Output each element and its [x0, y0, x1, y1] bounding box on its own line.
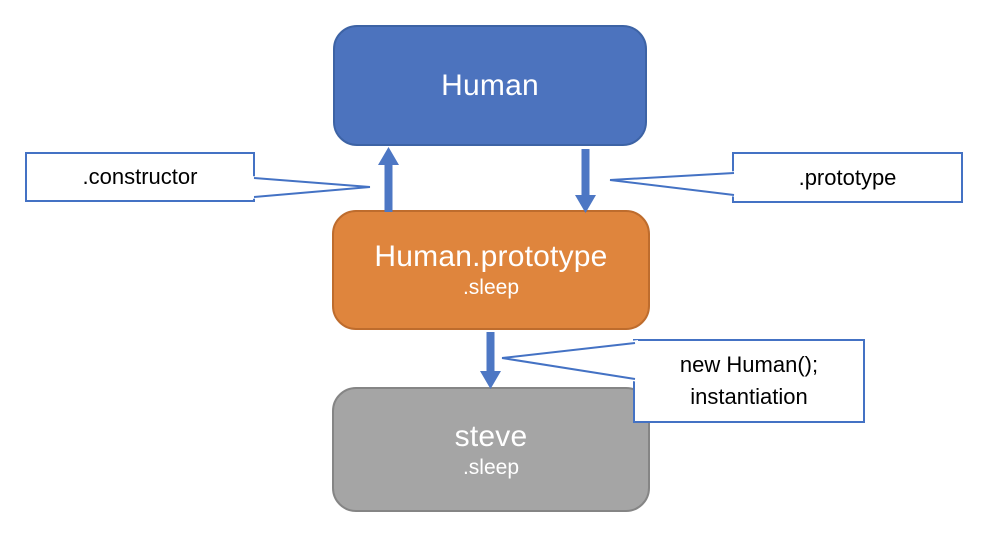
node-human: Human	[333, 25, 647, 146]
node-human-prototype: Human.prototype .sleep	[332, 210, 650, 330]
callout-instantiation-line1: new Human();	[679, 352, 819, 377]
callout-instantiation-line2: instantiation	[690, 384, 808, 409]
callout-constructor-tail-edge	[253, 186, 371, 198]
callout-constructor-tail	[251, 176, 371, 199]
node-human-label: Human	[441, 68, 539, 102]
callout-constructor-tail-edge	[253, 177, 371, 188]
callout-instantiation-tail-edge	[501, 357, 636, 380]
callout-constructor-label: .constructor	[82, 164, 198, 189]
node-steve-sublabel: .sleep	[462, 455, 520, 479]
up-arrow-constructor-icon	[378, 147, 399, 212]
down-arrow-prototype-icon	[575, 149, 596, 213]
node-steve-label: steve	[454, 419, 528, 453]
callout-constructor-tail-fill	[251, 176, 370, 199]
node-steve: steve .sleep	[332, 387, 650, 512]
callout-prototype-label: .prototype	[798, 164, 897, 190]
callout-prototype-tail	[609, 171, 737, 197]
node-human-prototype-sublabel: .sleep	[462, 276, 520, 299]
callout-constructor: .constructor	[25, 152, 255, 202]
callout-prototype: .prototype	[732, 152, 963, 203]
down-arrow-instantiation-icon	[480, 332, 501, 389]
callout-prototype-tail-edge	[609, 179, 735, 196]
node-human-prototype-label: Human.prototype	[374, 240, 608, 273]
callout-instantiation-tail-edge	[501, 342, 636, 359]
callout-instantiation: new Human(); instantiation	[633, 339, 865, 423]
callout-prototype-tail-fill	[610, 171, 737, 197]
callout-instantiation-tail	[501, 340, 638, 382]
callout-instantiation-tail-fill	[502, 340, 638, 382]
callout-prototype-tail-edge	[609, 172, 735, 181]
